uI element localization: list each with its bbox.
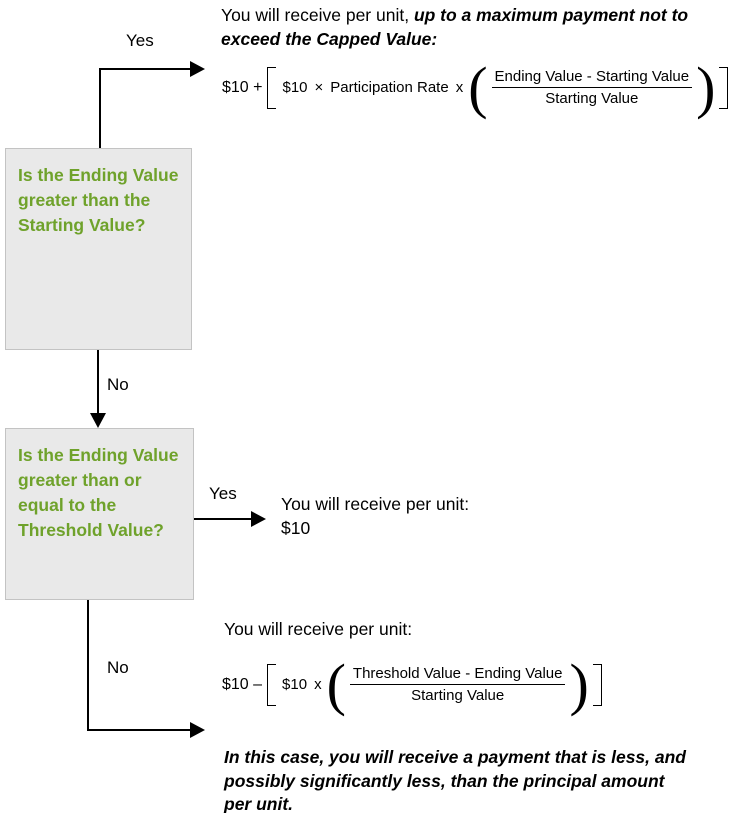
paren-right-glyph: )	[696, 55, 716, 120]
arrowhead-no-middle	[90, 413, 106, 428]
decision-box-ending-vs-threshold[interactable]: Is the Ending Value greater than or equa…	[5, 428, 194, 600]
edge-label-no-bottom: No	[107, 658, 129, 677]
capped-formula-outer-bracket: $10 × Participation Rate x ( Ending Valu…	[267, 55, 729, 120]
capped-outcome-heading-emphasis: up to a maximum payment not to exceed th…	[221, 5, 689, 49]
capped-formula-bracket-contents: $10 × Participation Rate x ( Ending Valu…	[276, 55, 719, 120]
principal-outcome-amount: $10	[281, 517, 311, 538]
connector-yes-top-vertical	[99, 68, 101, 150]
connector-no-middle-vertical	[97, 350, 99, 415]
decision-box-ending-vs-starting-label: Is the Ending Value greater than the Sta…	[18, 165, 179, 235]
principal-outcome-lead: You will receive per unit:	[281, 494, 470, 514]
arrowhead-yes-middle	[251, 511, 266, 527]
loss-formula-denominator: Starting Value	[349, 684, 566, 704]
principal-outcome-block: You will receive per unit: $10	[281, 493, 581, 540]
paren-left-glyph: (	[468, 55, 488, 120]
paren-left-glyph: (	[326, 652, 346, 717]
bracket-left-glyph	[267, 67, 277, 109]
paren-right-glyph: )	[569, 652, 589, 717]
capped-outcome-heading-plain: You will receive per unit,	[221, 5, 414, 25]
loss-formula-numerator: Threshold Value - Ending Value	[352, 665, 563, 683]
capped-formula-numerator: Ending Value - Starting Value	[494, 68, 690, 86]
capped-formula-fraction: Ending Value - Starting Value Starting V…	[488, 68, 697, 107]
capped-outcome-heading: You will receive per unit, up to a maxim…	[221, 4, 691, 51]
capped-formula-lead: $10 +	[222, 78, 263, 96]
loss-outcome-note: In this case, you will receive a payment…	[224, 747, 686, 813]
loss-formula-outer-bracket: $10 x ( Threshold Value - Ending Value S…	[267, 652, 602, 717]
decision-box-ending-vs-threshold-label: Is the Ending Value greater than or equa…	[18, 445, 179, 540]
connector-yes-middle-horizontal	[194, 518, 252, 520]
edge-label-yes-top: Yes	[126, 31, 154, 50]
capped-formula-participation-rate: Participation Rate	[330, 79, 449, 97]
bracket-right-glyph	[719, 67, 729, 109]
bracket-left-glyph	[267, 664, 277, 706]
arrowhead-yes-top	[190, 61, 205, 77]
edge-label-yes-middle: Yes	[209, 484, 237, 503]
bracket-right-glyph	[592, 664, 602, 706]
arrowhead-no-bottom	[190, 722, 205, 738]
loss-formula-base-amount: $10	[282, 676, 308, 694]
loss-formula-lead: $10 –	[222, 675, 263, 693]
loss-formula-bracket-contents: $10 x ( Threshold Value - Ending Value S…	[276, 652, 593, 717]
capped-formula-times-symbol: ×	[314, 79, 324, 97]
loss-outcome-heading: You will receive per unit:	[224, 619, 413, 639]
capped-formula-x-symbol: x	[455, 79, 464, 97]
loss-payment-formula: $10 – $10 x ( Threshold Value - Ending V…	[222, 652, 602, 717]
connector-no-bottom-horizontal	[87, 729, 191, 731]
edge-label-no-middle: No	[107, 375, 129, 394]
connector-no-bottom-vertical	[87, 600, 89, 731]
connector-yes-top-horizontal	[99, 68, 191, 70]
decision-box-ending-vs-starting[interactable]: Is the Ending Value greater than the Sta…	[5, 148, 192, 350]
loss-formula-fraction: Threshold Value - Ending Value Starting …	[346, 665, 570, 704]
capped-formula-base-amount: $10	[282, 79, 308, 97]
capped-formula-denominator: Starting Value	[491, 87, 693, 107]
capped-payment-formula: $10 + $10 × Participation Rate x ( Endin…	[222, 55, 729, 120]
loss-formula-x-symbol: x	[314, 676, 322, 694]
